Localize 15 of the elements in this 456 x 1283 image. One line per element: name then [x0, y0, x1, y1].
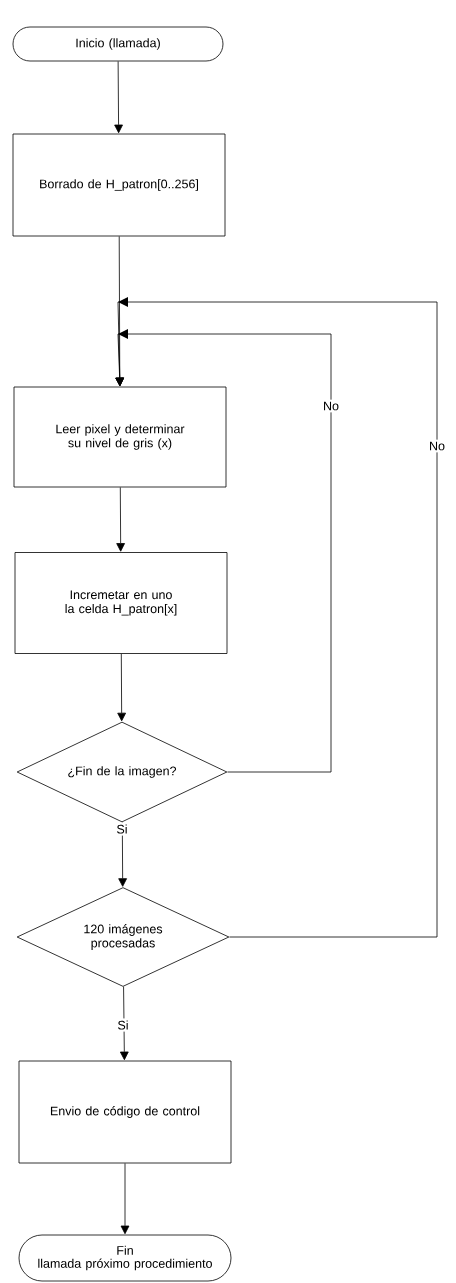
edge-label: Si	[115, 1018, 131, 1032]
arrow	[116, 487, 125, 552]
process-box: Envio de código de control	[18, 1060, 232, 1164]
arrow	[119, 986, 129, 1061]
process-box: Incremetar en uno la celda H_patron[x]	[14, 552, 228, 654]
edge-label: No	[427, 439, 447, 453]
arrow	[120, 1163, 130, 1235]
arrow	[115, 297, 438, 938]
process-box: Leer pixel y determinar su nivel de gris (x)	[13, 386, 227, 488]
process-box: Borrado de H_patron[0..256]	[12, 133, 226, 237]
arrow	[115, 329, 332, 773]
edge-label: Si	[114, 822, 130, 836]
edge-label: No	[321, 399, 341, 413]
arrow	[117, 653, 126, 722]
arrow	[114, 61, 123, 134]
